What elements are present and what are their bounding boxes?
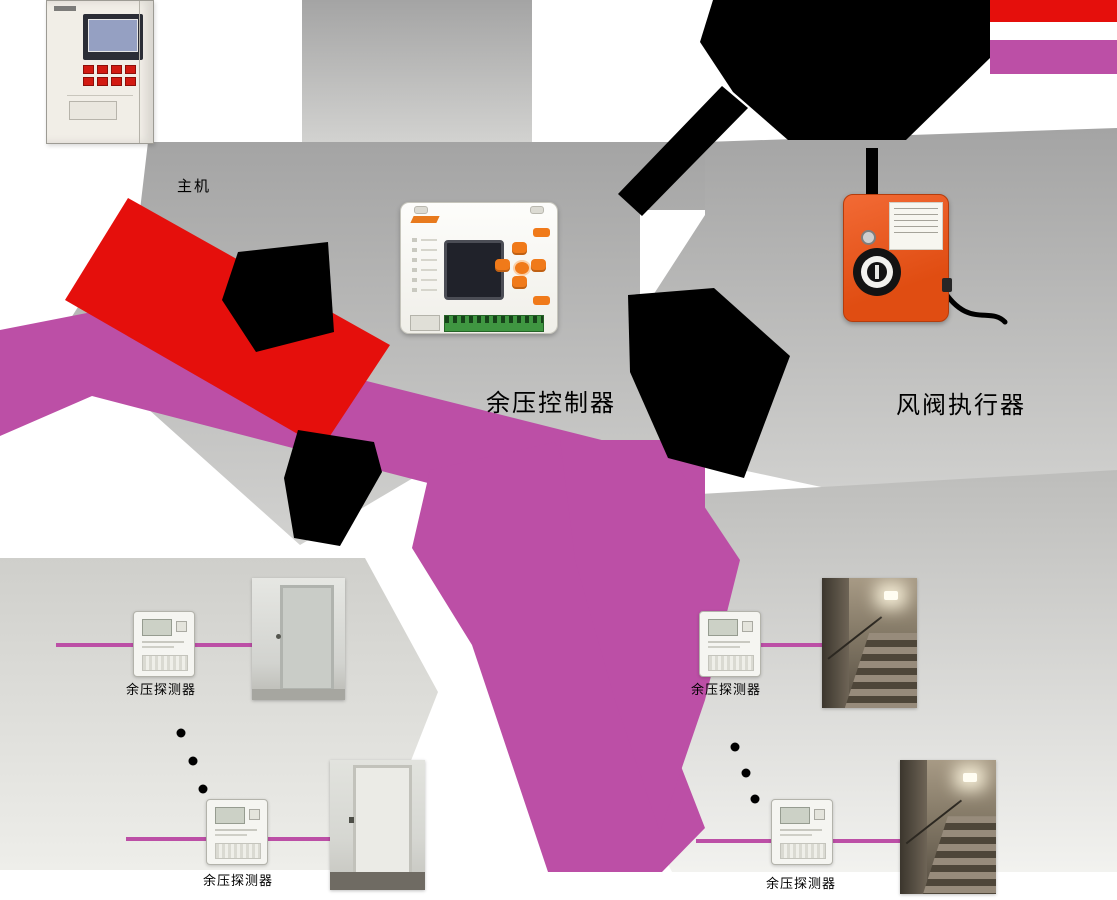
legend-purple-swatch xyxy=(990,40,1117,74)
dpad-left-button xyxy=(495,259,510,272)
set-button xyxy=(533,228,550,237)
pressure-detector-4 xyxy=(771,799,833,865)
pressure-detector-2 xyxy=(206,799,268,865)
dpad-enter-button xyxy=(513,260,531,276)
dpad-up-button xyxy=(512,242,527,255)
controller-aux-terminal xyxy=(410,315,440,331)
photo-front-room-door-2 xyxy=(330,760,425,890)
controller-lcd xyxy=(444,240,504,300)
photo-stairwell-1 xyxy=(822,578,917,708)
host-screen xyxy=(83,14,143,60)
controller-brand-mark xyxy=(410,216,440,223)
black-blob-on-red xyxy=(222,242,334,352)
host-logo xyxy=(54,6,76,11)
black-blob-top-right xyxy=(700,0,990,140)
actuator-dial xyxy=(853,248,901,296)
detector-3-label: 余压探测器 xyxy=(691,682,762,697)
dpad-down-button xyxy=(512,276,527,289)
host-buttons xyxy=(83,65,145,86)
black-streak-top-right xyxy=(618,86,748,216)
pressure-detector-3 xyxy=(699,611,761,677)
host-label: 主机 xyxy=(177,178,212,195)
purple-bus-leg-right xyxy=(560,440,740,832)
controller-label: 余压控制器 xyxy=(486,390,616,417)
pressure-detector-1 xyxy=(133,611,195,677)
dpad-right-button xyxy=(531,259,546,272)
gray-top-strip xyxy=(302,0,532,142)
actuator-cable xyxy=(939,285,1008,325)
legend-red-swatch xyxy=(990,0,1117,22)
black-blob-center xyxy=(628,288,790,478)
actuator-mount-stem xyxy=(866,148,878,194)
ellipsis-dots xyxy=(176,728,760,804)
actuator-cable-gland xyxy=(942,278,952,292)
esc-button xyxy=(533,296,550,305)
detector-2-label: 余压探测器 xyxy=(203,873,274,888)
purple-bus-leg-left xyxy=(412,442,705,872)
detector-4-label: 余压探测器 xyxy=(766,876,837,891)
host-door-hinge xyxy=(139,1,140,143)
photo-front-room-door-1 xyxy=(252,578,345,700)
actuator-label: 风阀执行器 xyxy=(896,392,1026,419)
black-blob-below-red xyxy=(284,430,382,546)
controller-terminal-block xyxy=(444,315,544,332)
host-cabinet xyxy=(46,0,154,144)
actuator-nameplate xyxy=(889,202,943,250)
actuator-screw xyxy=(861,230,876,245)
photo-stairwell-2 xyxy=(900,760,996,894)
host-paper-slot xyxy=(69,101,117,120)
red-bus-shape xyxy=(65,198,390,448)
pressure-controller-device xyxy=(400,202,558,334)
damper-actuator-device xyxy=(843,186,952,322)
detector-1-label: 余压探测器 xyxy=(126,682,197,697)
